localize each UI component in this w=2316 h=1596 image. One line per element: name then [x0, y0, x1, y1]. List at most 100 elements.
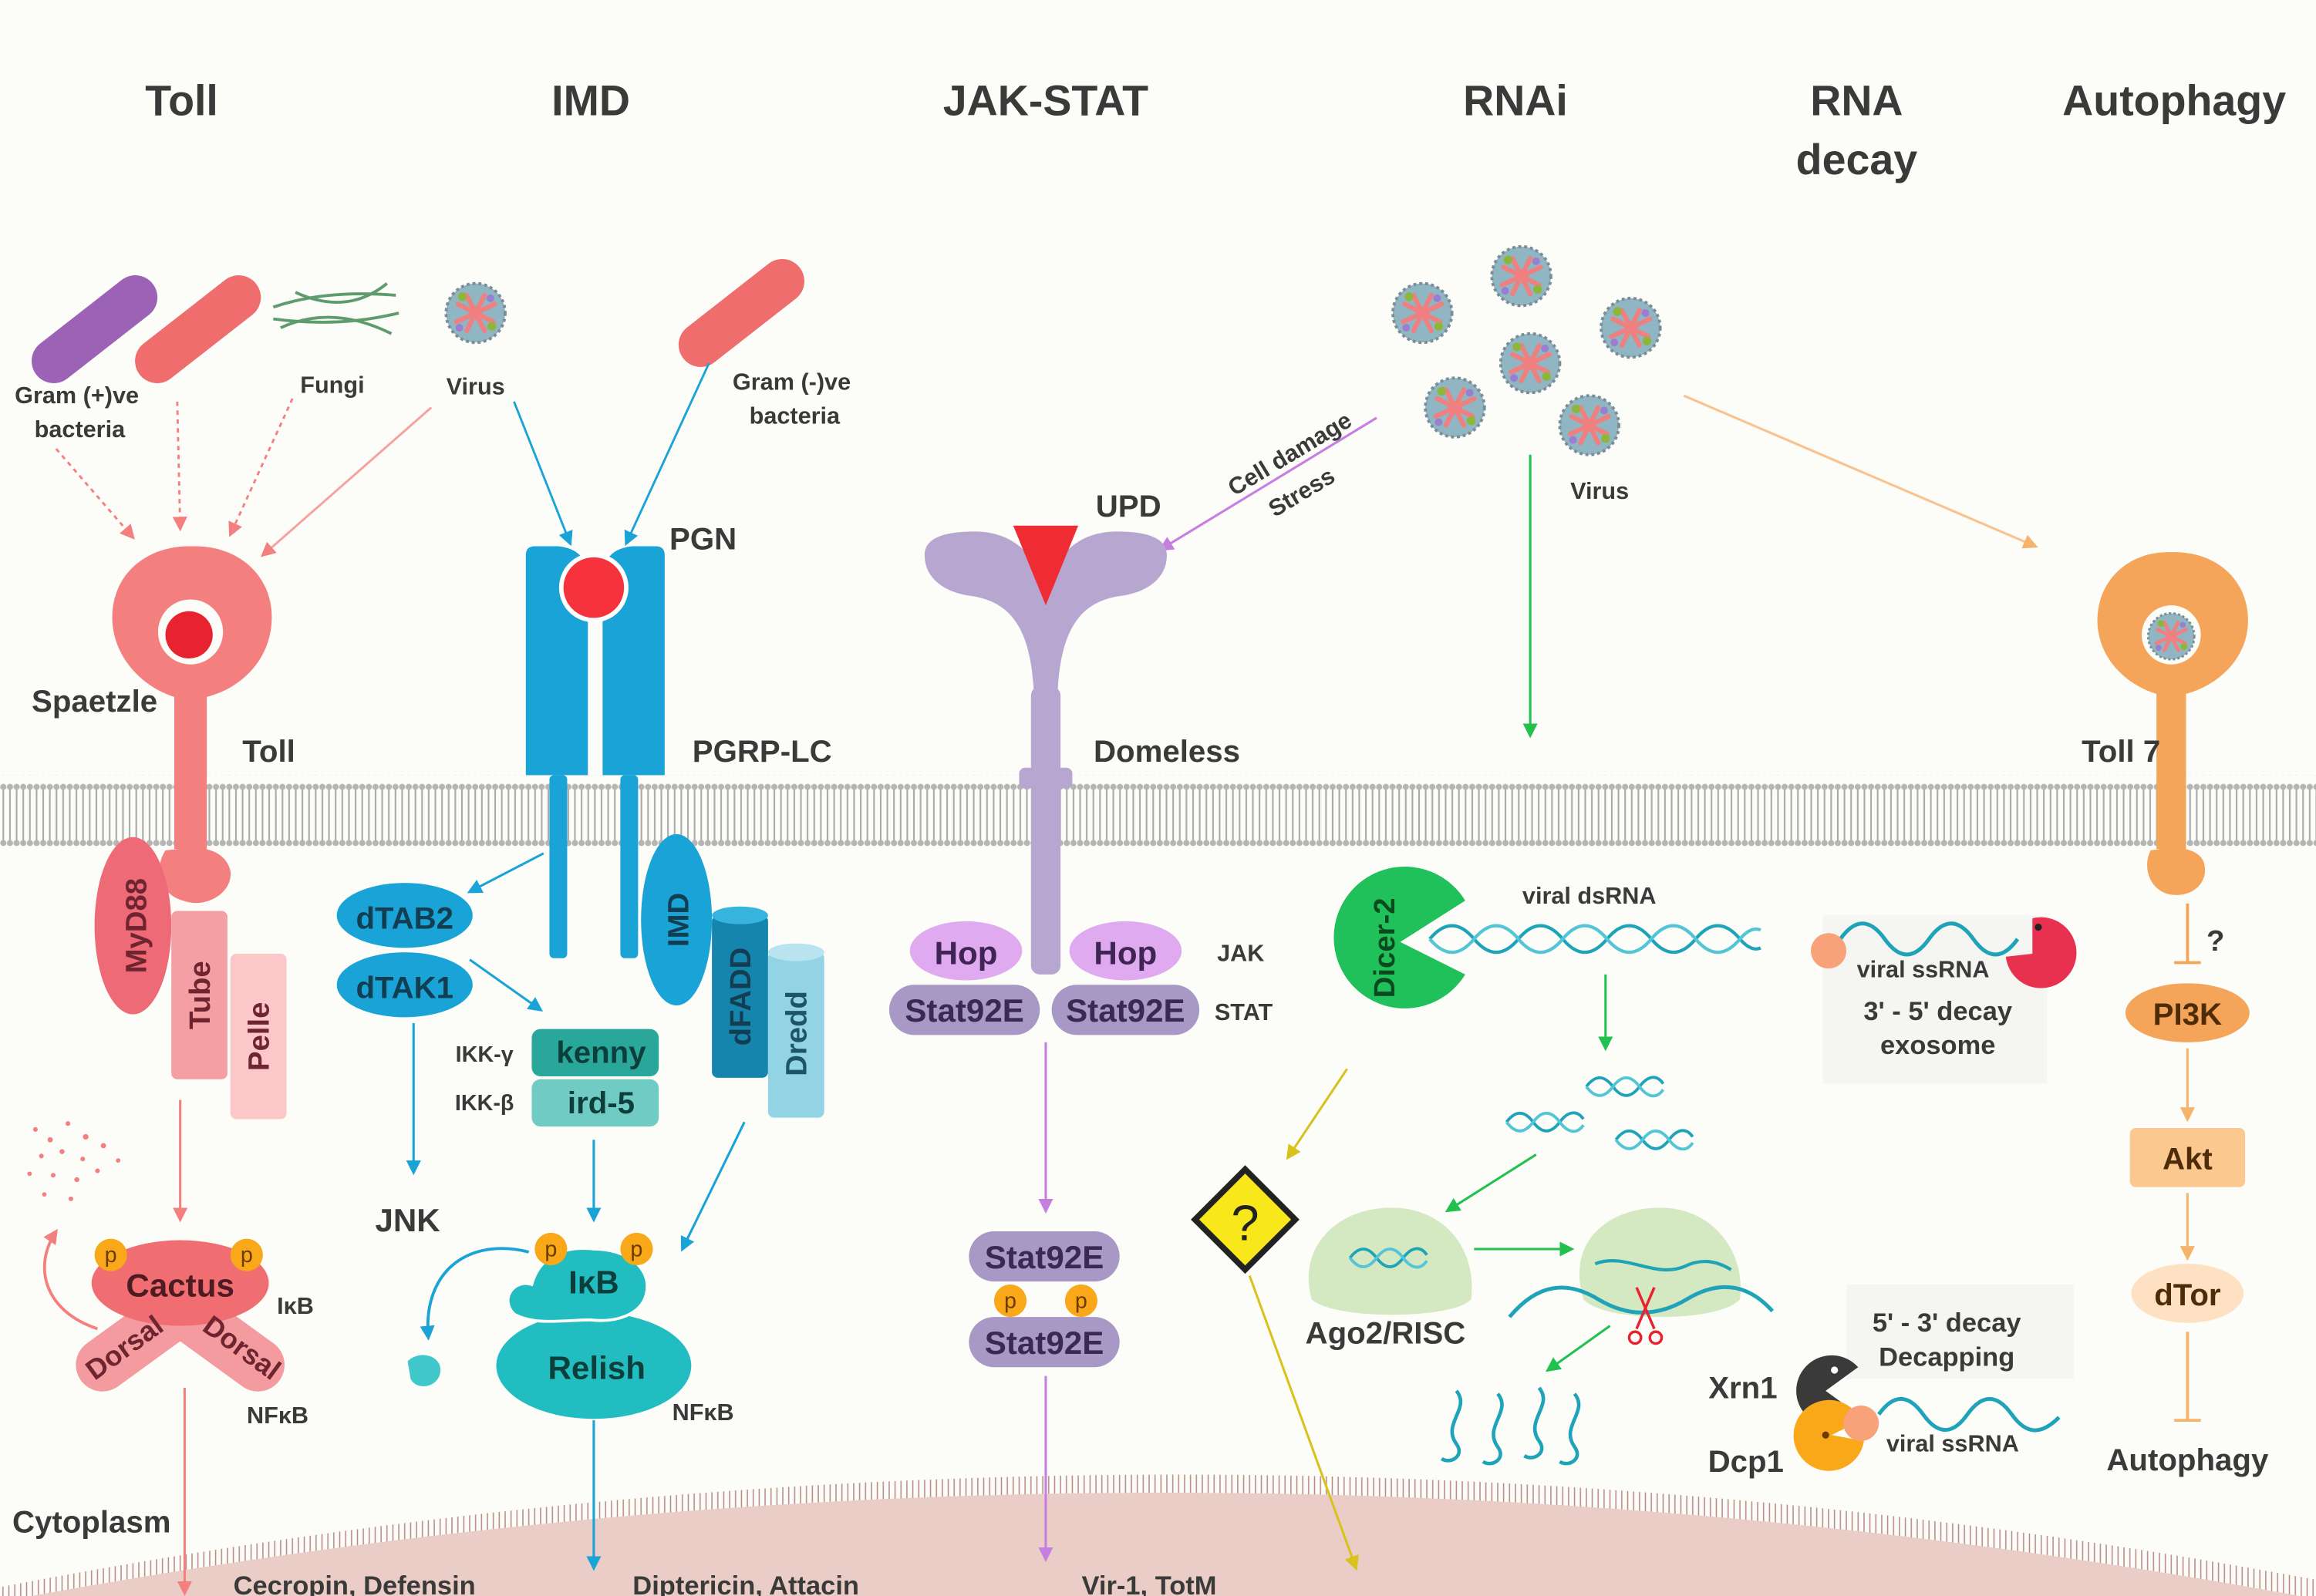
label-relish: Relish: [548, 1350, 646, 1386]
target-rna-top: [1594, 1259, 1732, 1272]
label-viral-ssrna-exosome: viral ssRNA: [1857, 957, 1990, 983]
relish-cleaved-fragment: [407, 1355, 441, 1386]
label-gram-negative-line1: Gram (-)ve: [733, 369, 851, 396]
label-stat92e-left: Stat92E: [905, 992, 1024, 1029]
phospho-badge-stat-1: [993, 1284, 1027, 1318]
tube-group: Tube: [171, 911, 228, 1079]
virus-icon-1: [1492, 247, 1551, 306]
cleaved-rna-fragments: [1440, 1386, 1581, 1466]
degradation-particles: [27, 1121, 121, 1201]
dredd-group: Dredd: [767, 943, 824, 1118]
phospho-badge-cactus-2: [230, 1238, 263, 1271]
dfadd-group: dFADD: [712, 906, 768, 1078]
label-dtak1: dTAK1: [356, 970, 453, 1005]
gene-label-toll: Cecropin, Defensin: [234, 1571, 476, 1596]
label-pgrp-lc: PGRP-LC: [693, 734, 832, 769]
label-phospho-cactus-2: p: [241, 1243, 253, 1268]
gene-label-imd: Diptericin, Attacin: [632, 1571, 859, 1596]
question-warning-group: ?: [1191, 1165, 1300, 1274]
myd88: [94, 837, 172, 1015]
viral-dsrna-helix: [1428, 924, 1761, 955]
gram-positive-bacterium-red: [135, 275, 261, 384]
virus-icon-2: [1393, 284, 1452, 343]
arrow-gram-pos-to-spaetzle: [55, 448, 135, 540]
arrow-virus-to-toll: [261, 406, 433, 557]
label-dtor: dTor: [2154, 1278, 2221, 1312]
kenny: [531, 1029, 659, 1076]
dredd: [767, 952, 824, 1118]
label-fungi: Fungi: [300, 372, 364, 398]
arrow-fungi-to-spaetzle: [228, 398, 294, 537]
pelle-group: Pelle: [230, 954, 287, 1120]
label-xrn1: Xrn1: [1708, 1370, 1777, 1405]
question-warning-sign: [1191, 1165, 1300, 1274]
label-phospho-cactus-1: p: [105, 1243, 117, 1268]
label-exosome-decay-line1: 3' - 5' decay: [1863, 997, 2012, 1026]
label-upd: UPD: [1096, 489, 1161, 524]
pi3k: [2125, 983, 2250, 1042]
pgn-ligand: [558, 553, 629, 623]
dicer-2-group: Dicer-2: [1333, 867, 1465, 1008]
label-ikb-toll: IκB: [277, 1293, 314, 1319]
pi3k-group: PI3K: [2125, 983, 2250, 1042]
cactus-dorsal-complex: Cactus Dorsal Dorsal p p: [76, 1238, 287, 1392]
label-jnk: JNK: [375, 1202, 440, 1238]
stat92e-bottom: [969, 1317, 1120, 1368]
label-cytoplasm: Cytoplasm: [12, 1505, 171, 1540]
label-viral-dsrna: viral dsRNA: [1522, 883, 1657, 909]
label-dtab2: dTAB2: [356, 901, 453, 935]
stat92e-right-group: Stat92E: [1051, 985, 1200, 1035]
phospho-badge-ikb-2: [620, 1232, 653, 1266]
arrow-cleavage-to-fragments: [1545, 1325, 1611, 1372]
toll-tir-domain: [159, 847, 231, 904]
label-phospho-stat-2: p: [1075, 1289, 1087, 1314]
header-rna-decay-line2: decay: [1796, 136, 1918, 184]
relish: [496, 1312, 692, 1419]
header-jak-stat: JAK-STAT: [943, 76, 1148, 124]
label-gram-negative-line2: bacteria: [750, 403, 841, 429]
decapping-box: [1846, 1284, 2074, 1379]
spaetzle-ligand: [165, 611, 213, 659]
arrow-relish-cleavage: [420, 1247, 530, 1341]
dicer-2: [1333, 867, 1465, 1008]
label-toll-receptor: Toll: [242, 734, 295, 769]
cell-membrane: [0, 775, 2316, 847]
header-rnai: RNAi: [1463, 76, 1568, 124]
label-hop-left: Hop: [935, 934, 998, 971]
virus-icon-4: [1501, 334, 1560, 393]
domeless-receptor: [924, 531, 1167, 975]
dtak1-group: dTAK1: [336, 952, 473, 1018]
dtab2: [336, 883, 473, 948]
arrow-dicer-to-question: [1286, 1068, 1348, 1160]
virus-icon-imd: [446, 284, 505, 343]
virus-icon-6: [1559, 396, 1619, 455]
dfadd: [712, 915, 768, 1078]
akt: [2129, 1127, 2246, 1187]
label-spaetzle: Spaetzle: [32, 684, 157, 719]
arrow-virus-to-toll7: [1683, 394, 2038, 549]
label-hop-right: Hop: [1094, 934, 1157, 971]
label-pgn: PGN: [669, 521, 737, 556]
label-pelle: Pelle: [243, 1002, 276, 1071]
label-domeless: Domeless: [1094, 734, 1240, 769]
arrow-gram-neg-to-pgn: [624, 362, 710, 547]
label-stat: STAT: [1215, 999, 1273, 1025]
viral-ssrna-decapping: [1877, 1396, 2061, 1433]
arrow-sirna-to-ago2: [1445, 1153, 1537, 1213]
ikb-relish-complex: IκB Relish p p: [496, 1232, 692, 1419]
viral-ssrna-exosome: [1839, 921, 2020, 957]
hop-right-group: Hop: [1069, 921, 1182, 981]
pelle: [230, 954, 287, 1120]
ikk-complex: kenny ird-5: [531, 1029, 659, 1127]
label-dredd: Dredd: [780, 991, 814, 1076]
dtab2-group: dTAB2: [336, 883, 473, 948]
dtor: [2131, 1264, 2244, 1323]
rna-cap-decapping: [1843, 1405, 1879, 1441]
label-nfkb-toll: NFκB: [247, 1402, 308, 1429]
sirna-fragments: [1505, 1076, 1694, 1151]
phospho-badge-stat-2: [1064, 1284, 1097, 1318]
ago2-risc-group: [1308, 1207, 1472, 1315]
hop-left-group: Hop: [909, 921, 1023, 981]
dtor-group: dTor: [2131, 1264, 2244, 1323]
